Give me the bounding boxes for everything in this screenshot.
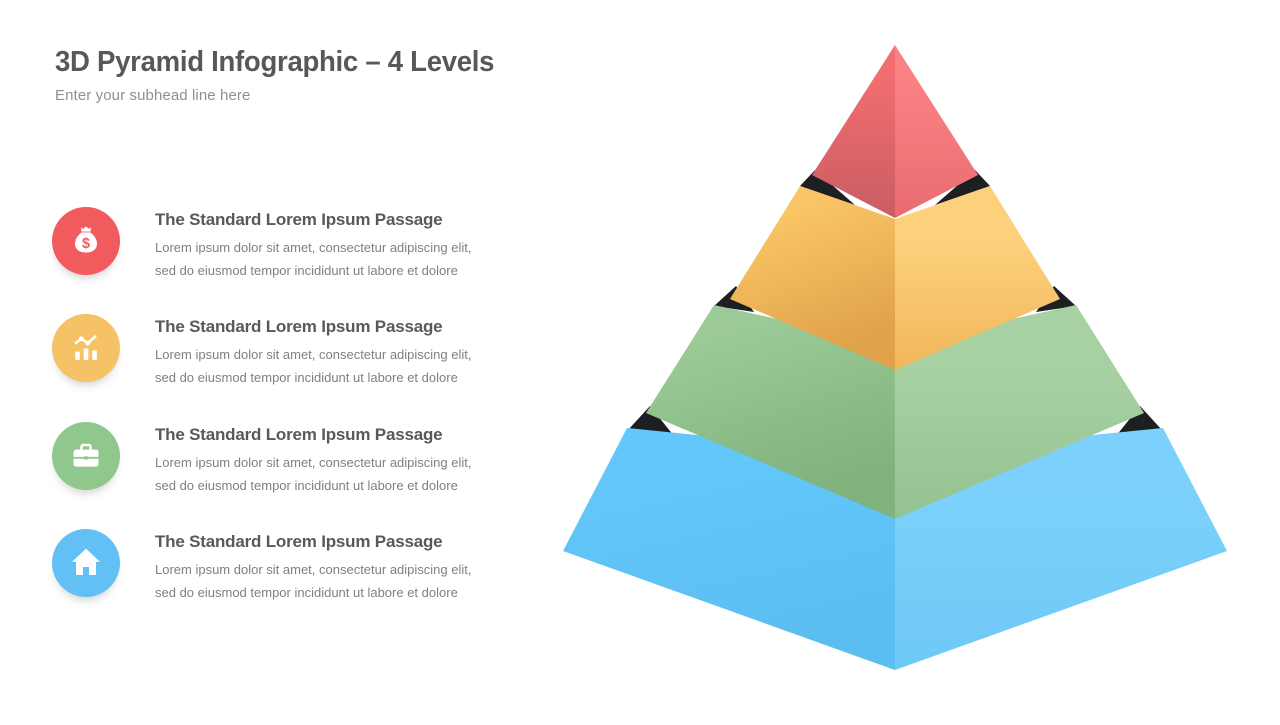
- list-item-text: The Standard Lorem Ipsum Passage Lorem i…: [155, 529, 471, 604]
- pyramid-level-4-left-face: [563, 428, 895, 670]
- list-item: $ The Standard Lorem Ipsum Passage Lorem…: [52, 207, 532, 282]
- svg-text:$: $: [82, 236, 90, 252]
- list-item: The Standard Lorem Ipsum Passage Lorem i…: [52, 422, 532, 497]
- slide-header: 3D Pyramid Infographic – 4 Levels Enter …: [55, 44, 675, 104]
- pyramid-gap-shadow: [628, 406, 674, 436]
- growth-chart-icon: [52, 314, 120, 382]
- list-item-title: The Standard Lorem Ipsum Passage: [155, 425, 443, 444]
- list-item-title: The Standard Lorem Ipsum Passage: [155, 317, 443, 336]
- pyramid-level-1-right-face: [895, 45, 978, 218]
- pyramid-level-1-left-face: [812, 45, 895, 218]
- pyramid-gap-shadow: [1116, 406, 1162, 436]
- pyramid-level-2-left-face: [730, 186, 895, 370]
- list-item-title: The Standard Lorem Ipsum Passage: [155, 532, 443, 551]
- list-item-body: Lorem ipsum dolor sit amet, consectetur …: [155, 347, 472, 385]
- pyramid-level-4-right-face: [895, 428, 1227, 670]
- list-item: The Standard Lorem Ipsum Passage Lorem i…: [52, 314, 532, 389]
- list-item: The Standard Lorem Ipsum Passage Lorem i…: [52, 529, 532, 604]
- home-icon: [52, 529, 120, 597]
- list-item-text: The Standard Lorem Ipsum Passage Lorem i…: [155, 422, 471, 497]
- list-item-body: Lorem ipsum dolor sit amet, consectetur …: [155, 562, 472, 600]
- pyramid-level-3-left-face: [646, 305, 895, 519]
- list-item-body: Lorem ipsum dolor sit amet, consectetur …: [155, 240, 472, 278]
- page-title: 3D Pyramid Infographic – 4 Levels: [55, 46, 495, 78]
- pyramid-level-2-right-face: [895, 186, 1060, 370]
- briefcase-icon: [52, 422, 120, 490]
- pyramid-gap-shadow: [935, 170, 990, 205]
- money-bag-icon: $: [52, 207, 120, 275]
- list-item-body: Lorem ipsum dolor sit amet, consectetur …: [155, 455, 472, 493]
- list-item-text: The Standard Lorem Ipsum Passage Lorem i…: [155, 314, 471, 389]
- pyramid-level-3-right-face: [895, 305, 1144, 519]
- list-item-text: The Standard Lorem Ipsum Passage Lorem i…: [155, 207, 471, 282]
- pyramid-gap-shadow: [800, 170, 855, 205]
- page-subtitle: Enter your subhead line here: [55, 87, 251, 104]
- list-item-title: The Standard Lorem Ipsum Passage: [155, 210, 443, 229]
